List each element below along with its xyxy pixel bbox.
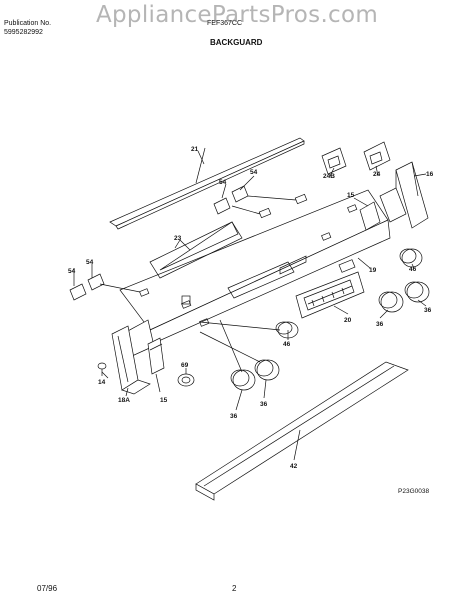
callout-36: 36 [260,401,268,408]
part-54-clip-left [69,273,105,301]
callout-54: 54 [68,268,76,275]
callout-46: 46 [283,341,291,348]
drawing-code: P23G0038 [398,488,429,495]
watermark: AppliancePartsPros.com [96,2,379,28]
part-24b-switch [321,147,347,175]
callout-42: 42 [290,463,298,470]
callout-18a: 18A [118,397,130,404]
callout-15: 15 [160,397,168,404]
callout-46: 46 [409,266,417,273]
callout-15: 15 [347,192,355,199]
callout-54: 54 [219,179,227,186]
callout-24b: 24B [323,173,335,180]
callout-16: 16 [426,171,434,178]
footer-date: 07/96 [37,584,58,593]
part-23-control-panel [119,189,391,357]
part-21-trim-strip [109,137,305,230]
callout-54: 54 [250,169,258,176]
callout-23: 23 [174,235,182,242]
page-number: 2 [232,584,237,593]
callout-21: 21 [191,146,199,153]
part-36-knob-3 [378,291,404,313]
part-36-knob-2 [254,359,280,381]
part-69-indicator [177,373,195,387]
part-24-switch [363,141,391,171]
section-title: BACKGUARD [210,38,263,47]
part-14-screw [97,362,107,376]
model-number: FEF367CC [207,20,243,27]
leader-lines [73,150,427,461]
callout-24: 24 [373,171,381,178]
callout-36: 36 [230,413,238,420]
publication-label: Publication No. [4,20,52,27]
part-46-knob-right [399,248,423,268]
callout-14: 14 [98,379,106,386]
publication-number: 5995282992 [4,29,43,36]
part-15-bracket-left [147,337,165,375]
part-15-bracket-right [359,201,381,231]
callout-20: 20 [344,317,352,324]
callout-19: 19 [369,267,377,274]
part-54-clip-upper [213,185,249,215]
part-36-knob-1 [230,369,256,391]
part-36-knob-4 [404,281,430,303]
callout-69: 69 [181,362,189,369]
part-18a-end-bracket [111,325,151,395]
callout-36: 36 [424,307,432,314]
part-42-bottom-trim [195,361,409,501]
part-16-end-bracket [379,161,429,229]
part-20-clock-control [295,259,365,319]
callout-36: 36 [376,321,384,328]
callout-54: 54 [86,259,94,266]
